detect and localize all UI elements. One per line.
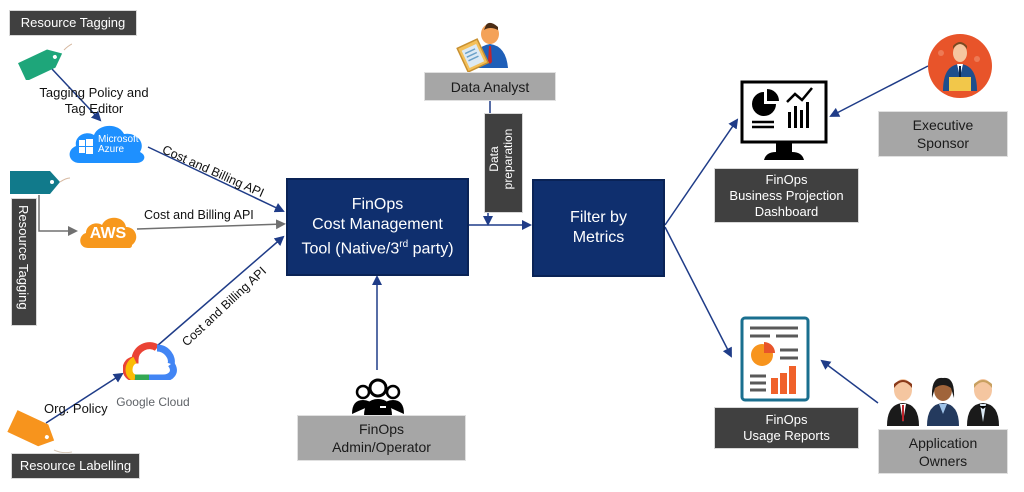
aws-logo-text: AWS xyxy=(89,225,127,242)
resource-labelling-label: Resource Labelling xyxy=(11,453,140,479)
application-owners-label: Application Owners xyxy=(878,429,1008,474)
filter-line2: Metrics xyxy=(572,229,625,246)
org-policy-label: Org. Policy xyxy=(44,401,108,416)
tool-line3-sup: rd xyxy=(399,238,409,250)
reports-line2: Usage Reports xyxy=(743,428,830,443)
admin-line1: FinOps xyxy=(358,421,405,437)
arrow-filter-to-reports xyxy=(664,226,732,358)
dashboard-line1: FinOps xyxy=(765,171,808,187)
tagging-policy-line1: Tagging Policy and xyxy=(39,85,149,100)
azure-logo-line1: Microsoft xyxy=(98,134,139,145)
data-preparation-text: Data preparation xyxy=(487,118,515,200)
tag-icon xyxy=(18,43,72,80)
tag-icon xyxy=(7,410,73,454)
tool-line3: Tool (Native/3rd party) xyxy=(301,235,453,259)
exec-line2: Sponsor xyxy=(916,135,970,151)
resource-tagging-label-aws: Resource Tagging xyxy=(11,198,37,326)
arrow-filter-to-dashboard xyxy=(664,118,739,226)
tool-line3-pre: Tool (Native/3 xyxy=(301,240,400,258)
reports-line1: FinOps xyxy=(765,412,808,427)
resource-tagging-label-azure: Resource Tagging xyxy=(9,10,137,36)
arrow-azure-to-tool xyxy=(147,146,285,213)
data-prep-line1: Data xyxy=(487,146,501,172)
dashboard-label: FinOps Business Projection Dashboard xyxy=(714,168,859,223)
tool-line3-post: party) xyxy=(408,240,454,258)
cost-management-tool-box: FinOps Cost Management Tool (Native/3rd … xyxy=(286,178,469,276)
google-cloud-text: Google Cloud xyxy=(116,395,190,409)
tagging-policy-line2: Tag Editor xyxy=(64,101,124,116)
dashboard-line3: Dashboard xyxy=(754,203,819,219)
monitor-dashboard-icon xyxy=(740,80,828,160)
arrow-owners-to-reports xyxy=(820,359,879,404)
arrow-gcp-to-tool xyxy=(156,235,285,347)
data-preparation-box: Data preparation xyxy=(484,113,523,213)
arrow-tag-to-aws xyxy=(38,195,78,236)
arrow-label-to-gcp xyxy=(45,372,124,424)
aws-cloud-icon: AWS xyxy=(78,213,138,249)
aws-api-label: Cost and Billing API xyxy=(144,208,254,222)
usage-reports-label: FinOps Usage Reports xyxy=(714,407,859,449)
arrow-tag-to-azure xyxy=(51,68,102,122)
filter-by-metrics-box: Filter by Metrics xyxy=(532,179,665,277)
executive-person-icon xyxy=(928,34,992,98)
admin-line2: Admin/Operator xyxy=(332,439,431,455)
data-analyst-label: Data Analyst xyxy=(424,72,556,101)
google-cloud-icon: Google Cloud xyxy=(116,340,190,412)
admin-operator-label: FinOps Admin/Operator xyxy=(297,415,466,461)
resource-tagging-vertical-text: Resource Tagging xyxy=(16,205,31,310)
azure-logo-line2: Azure xyxy=(98,144,125,155)
arrow-exec-to-dashboard xyxy=(829,65,929,117)
analyst-person-icon xyxy=(456,22,508,72)
tool-line1: FinOps xyxy=(351,195,404,213)
executive-sponsor-label: Executive Sponsor xyxy=(878,111,1008,157)
tool-line2: Cost Management xyxy=(312,215,443,233)
admin-group-icon xyxy=(352,378,404,416)
tagging-policy-label: Tagging Policy and Tag Editor xyxy=(38,85,150,117)
data-prep-line2: preparation xyxy=(501,128,515,190)
exec-line1: Executive xyxy=(912,117,974,133)
arrow-aws-to-tool xyxy=(136,219,286,230)
tag-icon xyxy=(10,171,70,194)
people-group-icon xyxy=(887,377,999,426)
dashboard-line2: Business Projection xyxy=(729,187,844,203)
azure-cloud-icon: Microsoft Azure xyxy=(66,122,148,164)
filter-line1: Filter by xyxy=(570,209,627,226)
owners-line2: Owners xyxy=(918,452,968,469)
owners-line1: Application xyxy=(908,434,978,451)
report-document-icon xyxy=(740,316,810,402)
